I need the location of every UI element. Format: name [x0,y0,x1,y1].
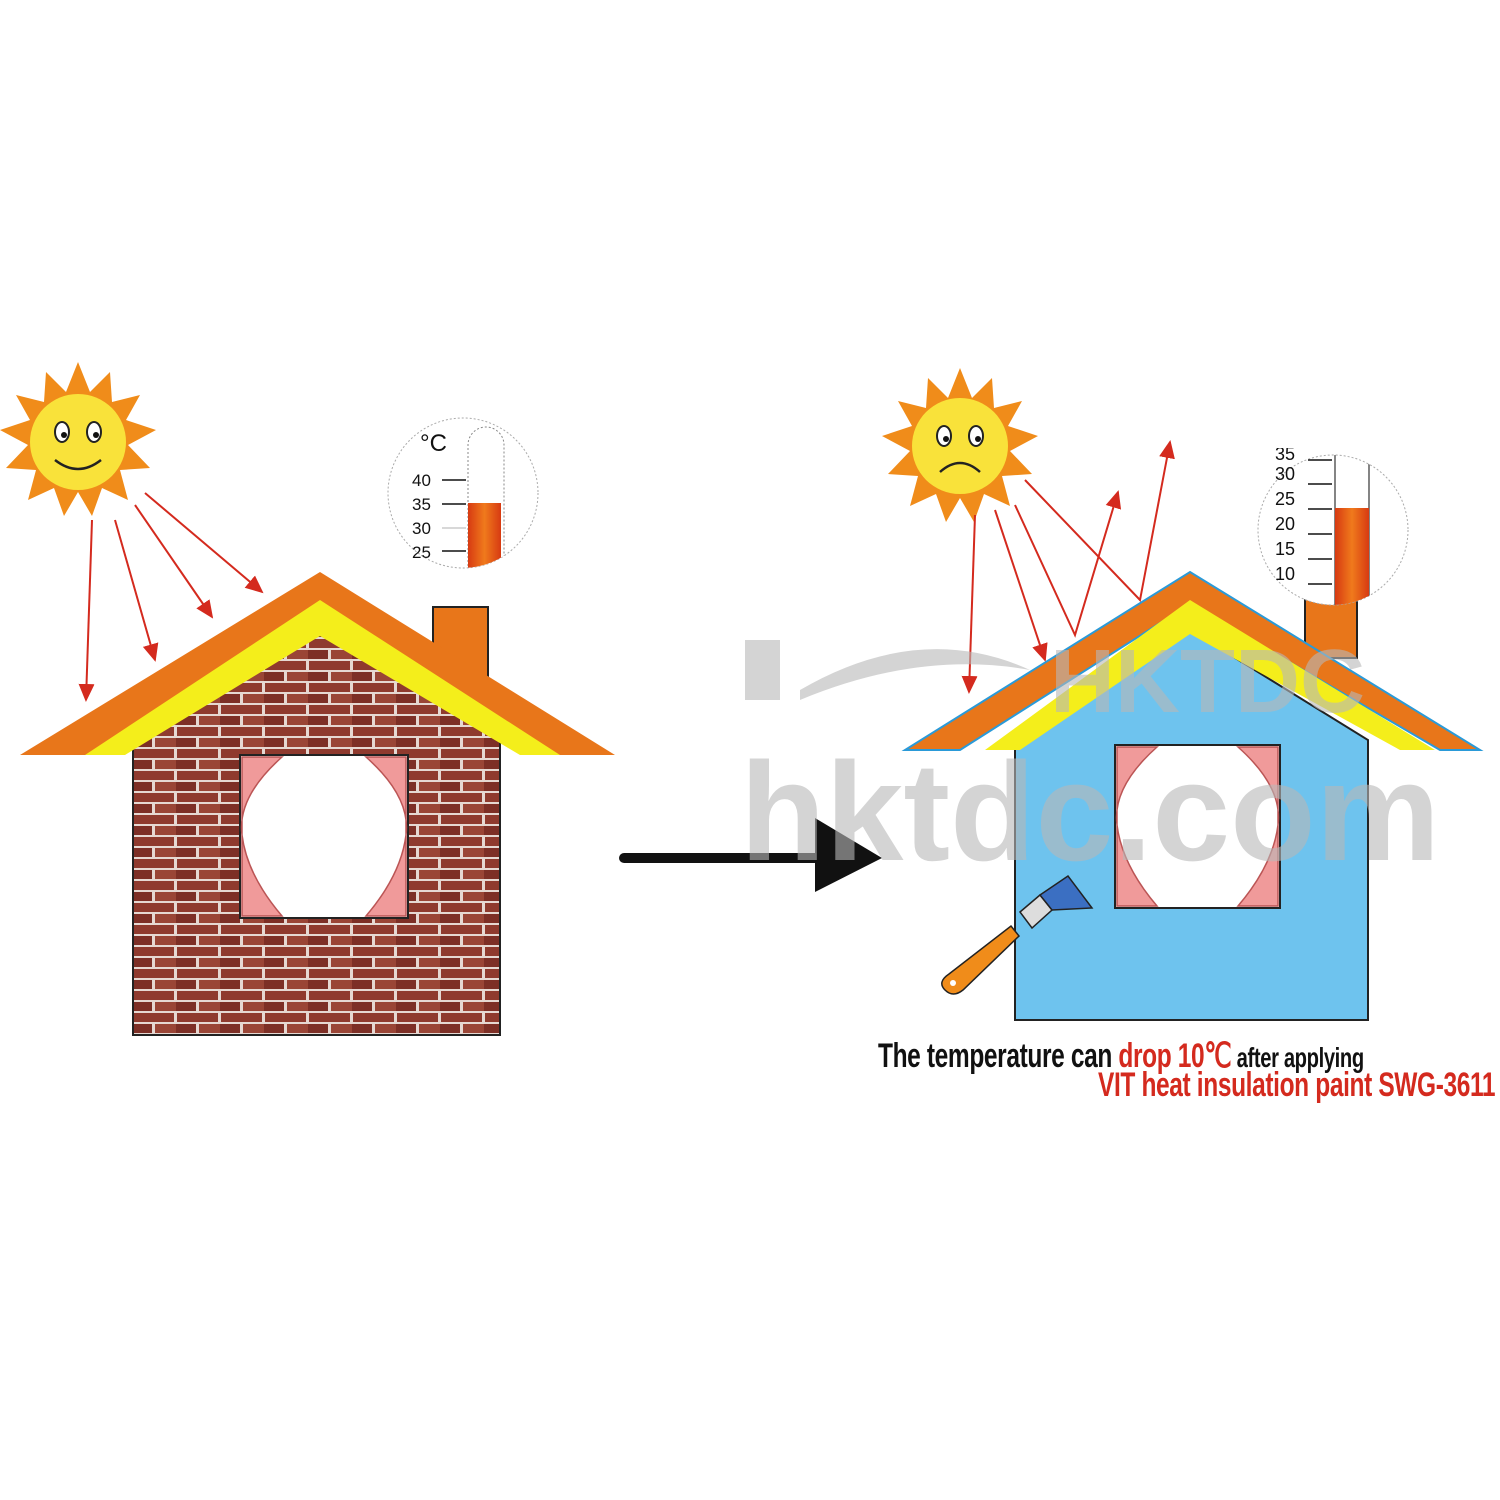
roof-inner [985,600,1435,750]
watermark: HKTDC hktdc.com [740,632,1440,890]
tick-label: 15 [1275,539,1296,559]
thermometer-before [387,417,539,569]
caption-highlight: drop 10℃ [1118,1037,1232,1075]
caption-text: The temperature can [878,1037,1119,1075]
tick-label: 40 [412,471,431,490]
thermo-after-ticks: 35 30 25 20 15 10 [1275,448,1295,598]
window [239,754,409,919]
curtain-right [364,756,408,917]
watermark-logo-text: HKTDC [1050,632,1365,732]
curtain-left [240,756,284,917]
sad-sun-icon [882,368,1038,522]
tick-label: 10 [1275,564,1296,584]
tick-label: 30 [1275,464,1296,484]
caption-line-2: VIT heat insulation paint SWG-3611 [1098,1066,1496,1104]
happy-sun-icon [0,362,156,516]
thermo-before-ticks: 40 35 30 25 [412,469,431,559]
tick-label: 25 [412,543,431,559]
paintbrush-icon [941,874,1094,995]
painted-house [901,570,1484,1021]
thermometer-after [1257,454,1409,606]
tick-label: 20 [1275,514,1296,534]
window [1114,744,1281,909]
watermark-logo-icon [745,640,1030,700]
brick-house [20,572,615,1036]
tick-label: 25 [1275,489,1296,509]
tick-label: 35 [1275,448,1296,460]
caption-line-1: The temperature can drop 10℃ after apply… [878,1036,1364,1076]
sun-rays-absorbed [78,492,264,702]
transition-arrow-icon [619,818,882,892]
tick-label: 30 [412,519,431,538]
thermo-before-unit: °C [420,430,447,457]
roof-inner [85,600,560,755]
curtain-right [1236,746,1280,907]
watermark-site-text: hktdc.com [740,733,1440,890]
curtain-left [1115,746,1159,907]
caption-text: after applying [1231,1042,1365,1073]
tick-label: 35 [412,495,431,514]
